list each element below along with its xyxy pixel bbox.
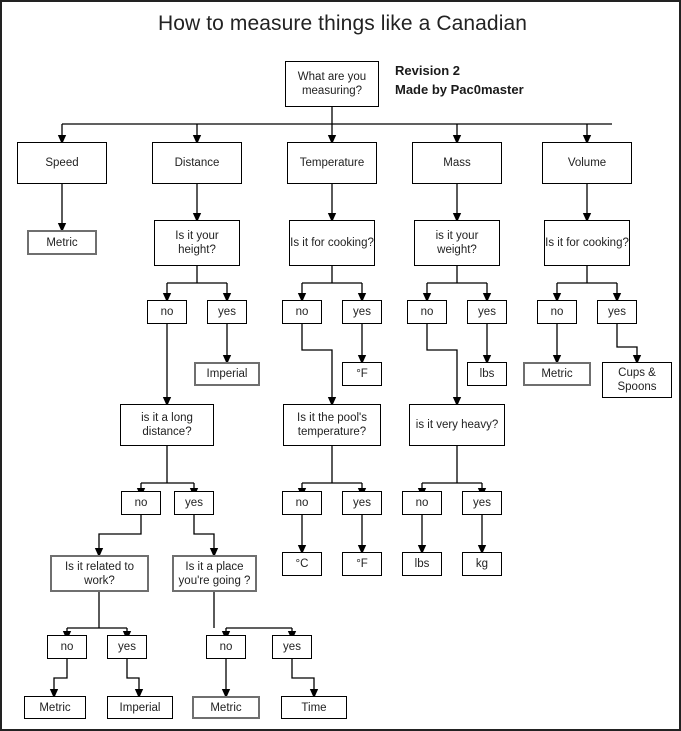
node-result-temp-fahrenheit-1[interactable]: °F — [342, 362, 382, 386]
node-answer-weight-yes[interactable]: yes — [467, 300, 507, 324]
node-category-temperature[interactable]: Temperature — [287, 142, 377, 184]
node-answer-cookingtemp-no[interactable]: no — [282, 300, 322, 324]
node-result-volume-metric[interactable]: Metric — [523, 362, 591, 386]
node-category-volume[interactable]: Volume — [542, 142, 632, 184]
node-question-cooking-temperature[interactable]: Is it for cooking? — [289, 220, 375, 266]
node-answer-weight-no[interactable]: no — [407, 300, 447, 324]
node-result-mass-lbs-2[interactable]: lbs — [402, 552, 442, 576]
node-answer-place-no[interactable]: no — [206, 635, 246, 659]
node-answer-cookingvol-yes[interactable]: yes — [597, 300, 637, 324]
node-question-place-going[interactable]: Is it a place you're going ? — [172, 555, 257, 592]
node-result-speed-metric[interactable]: Metric — [27, 230, 97, 255]
node-root[interactable]: What are you measuring? — [285, 61, 379, 107]
node-answer-pool-no[interactable]: no — [282, 491, 322, 515]
node-question-cooking-volume[interactable]: Is it for cooking? — [544, 220, 630, 266]
node-question-related-to-work[interactable]: Is it related to work? — [50, 555, 149, 592]
revision-credit: Revision 2 Made by Pac0master — [395, 61, 524, 99]
node-category-speed[interactable]: Speed — [17, 142, 107, 184]
node-answer-height-yes[interactable]: yes — [207, 300, 247, 324]
node-result-distance-imperial[interactable]: Imperial — [194, 362, 260, 386]
node-answer-cookingvol-no[interactable]: no — [537, 300, 577, 324]
node-answer-heavy-yes[interactable]: yes — [462, 491, 502, 515]
node-category-distance[interactable]: Distance — [152, 142, 242, 184]
node-answer-place-yes[interactable]: yes — [272, 635, 312, 659]
node-answer-longdistance-yes[interactable]: yes — [174, 491, 214, 515]
node-result-temp-fahrenheit-2[interactable]: °F — [342, 552, 382, 576]
node-answer-heavy-no[interactable]: no — [402, 491, 442, 515]
node-answer-work-no[interactable]: no — [47, 635, 87, 659]
node-answer-pool-yes[interactable]: yes — [342, 491, 382, 515]
node-answer-height-no[interactable]: no — [147, 300, 187, 324]
node-result-place-time[interactable]: Time — [281, 696, 347, 719]
node-result-volume-cups-spoons[interactable]: Cups & Spoons — [602, 362, 672, 398]
node-result-work-metric[interactable]: Metric — [24, 696, 86, 719]
node-result-work-imperial[interactable]: Imperial — [107, 696, 173, 719]
node-answer-longdistance-no[interactable]: no — [121, 491, 161, 515]
node-question-long-distance[interactable]: is it a long distance? — [120, 404, 214, 446]
node-result-celsius[interactable]: °C — [282, 552, 322, 576]
node-category-mass[interactable]: Mass — [412, 142, 502, 184]
node-result-place-metric[interactable]: Metric — [192, 696, 260, 719]
node-answer-work-yes[interactable]: yes — [107, 635, 147, 659]
node-question-weight[interactable]: is it your weight? — [414, 220, 500, 266]
node-question-height[interactable]: Is it your height? — [154, 220, 240, 266]
page-title: How to measure things like a Canadian — [157, 12, 528, 35]
revision-label: Revision 2 — [395, 63, 461, 78]
author-label: Made by Pac0master — [395, 82, 524, 97]
node-result-mass-kg[interactable]: kg — [462, 552, 502, 576]
node-question-very-heavy[interactable]: is it very heavy? — [409, 404, 505, 446]
node-answer-cookingtemp-yes[interactable]: yes — [342, 300, 382, 324]
node-question-pool-temperature[interactable]: Is it the pool's temperature? — [283, 404, 381, 446]
node-result-mass-lbs-1[interactable]: lbs — [467, 362, 507, 386]
